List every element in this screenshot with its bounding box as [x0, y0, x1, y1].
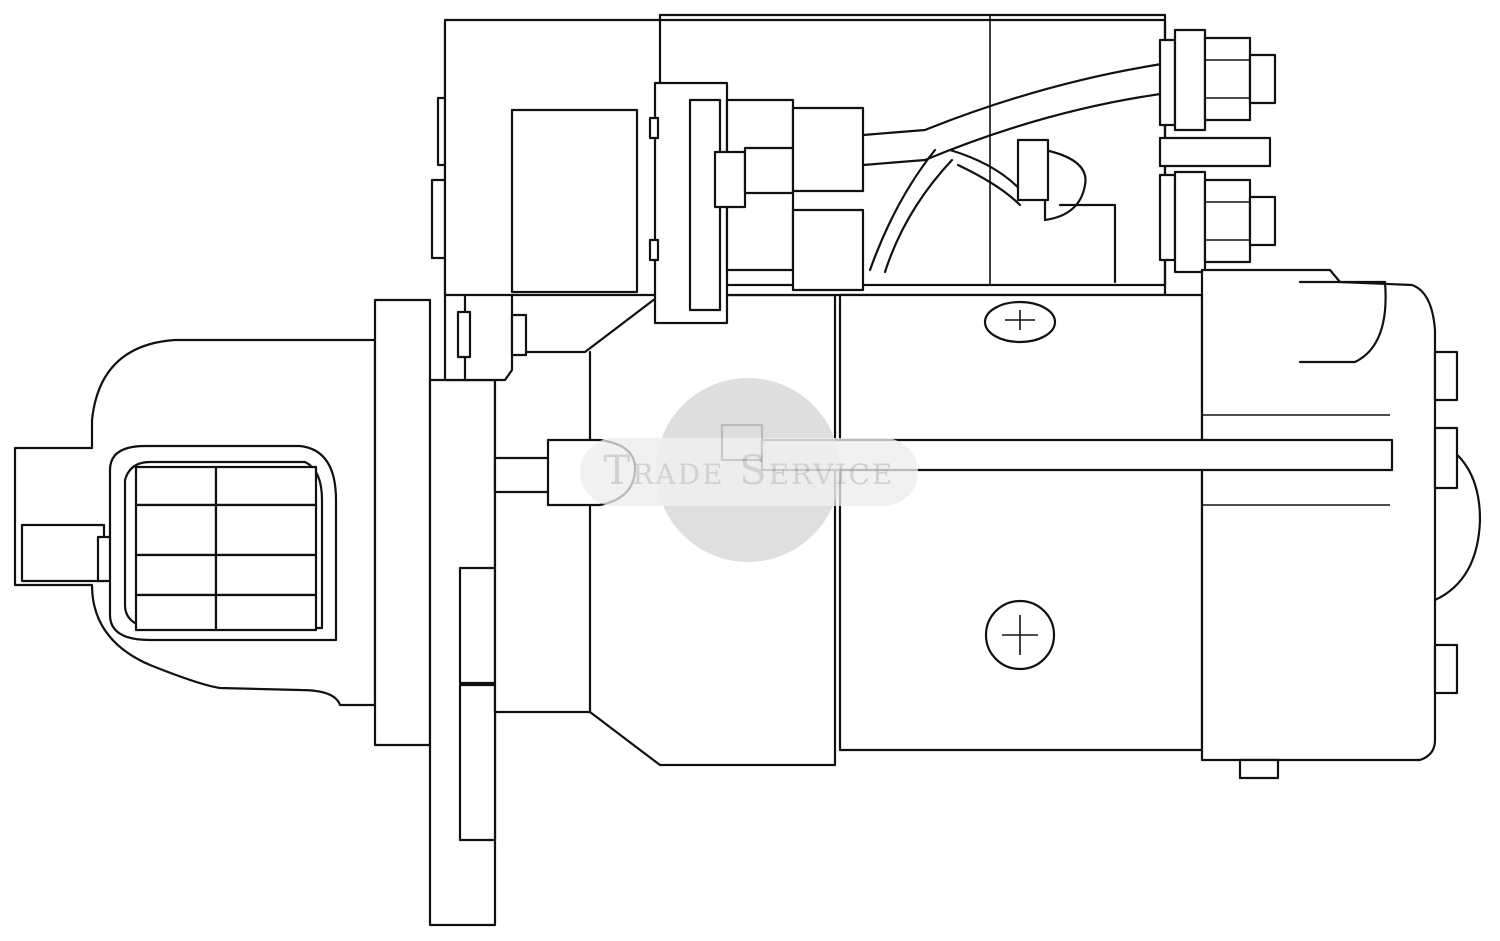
motor-terminal	[1158, 136, 1277, 274]
solenoid-connector	[648, 81, 865, 325]
screw-top	[983, 300, 1057, 344]
watermark-text: Trade Service	[604, 448, 895, 494]
battery-terminal	[1158, 28, 1277, 132]
output-shaft	[20, 523, 114, 583]
wire-harness	[861, 60, 1177, 284]
end-cover	[1200, 268, 1482, 780]
screw-bottom	[984, 599, 1056, 671]
cover-bolt-3	[1433, 643, 1459, 695]
cover-bolt-2	[1433, 426, 1459, 490]
pinion-gear	[108, 444, 338, 642]
watermark: Trade Service	[580, 378, 918, 562]
cover-bolt-1	[1433, 350, 1459, 402]
mounting-flange	[373, 298, 497, 927]
motor-yoke	[838, 293, 1204, 752]
